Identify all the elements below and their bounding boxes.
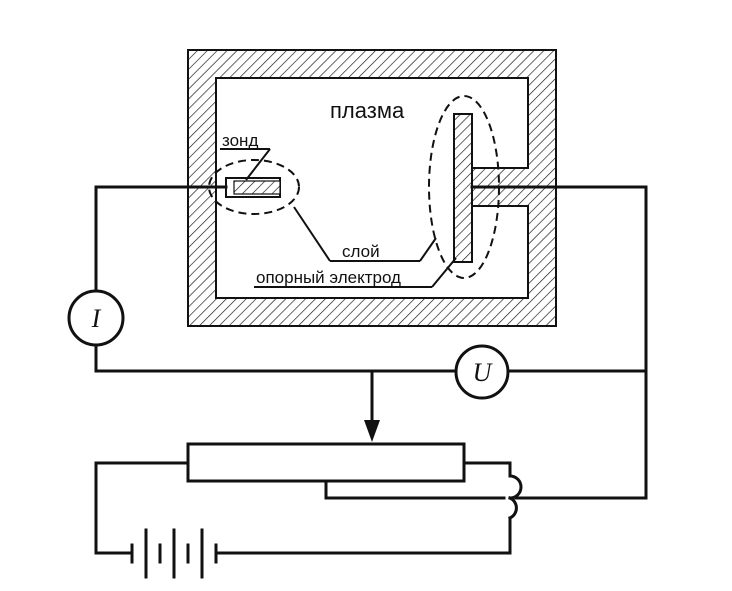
plasma-label: плазма: [330, 98, 405, 123]
potentiometer: [186, 442, 466, 483]
voltmeter: U: [454, 344, 510, 400]
leader-lines: [220, 148, 457, 288]
wiper-arrow: [364, 420, 380, 442]
electrode-sheath: [428, 95, 500, 279]
ammeter: I: [67, 289, 125, 347]
reference-electrode: [453, 113, 530, 263]
probe-sheath: [208, 159, 300, 215]
circuit-wires: [94, 185, 648, 555]
reference-electrode-label: опорный электрод: [256, 268, 401, 287]
battery: [130, 528, 218, 579]
probe: [214, 177, 281, 198]
voltmeter-symbol: U: [473, 358, 494, 387]
probe-label: зонд: [222, 131, 258, 150]
layer-label: слой: [342, 242, 380, 261]
ammeter-symbol: I: [91, 304, 102, 333]
